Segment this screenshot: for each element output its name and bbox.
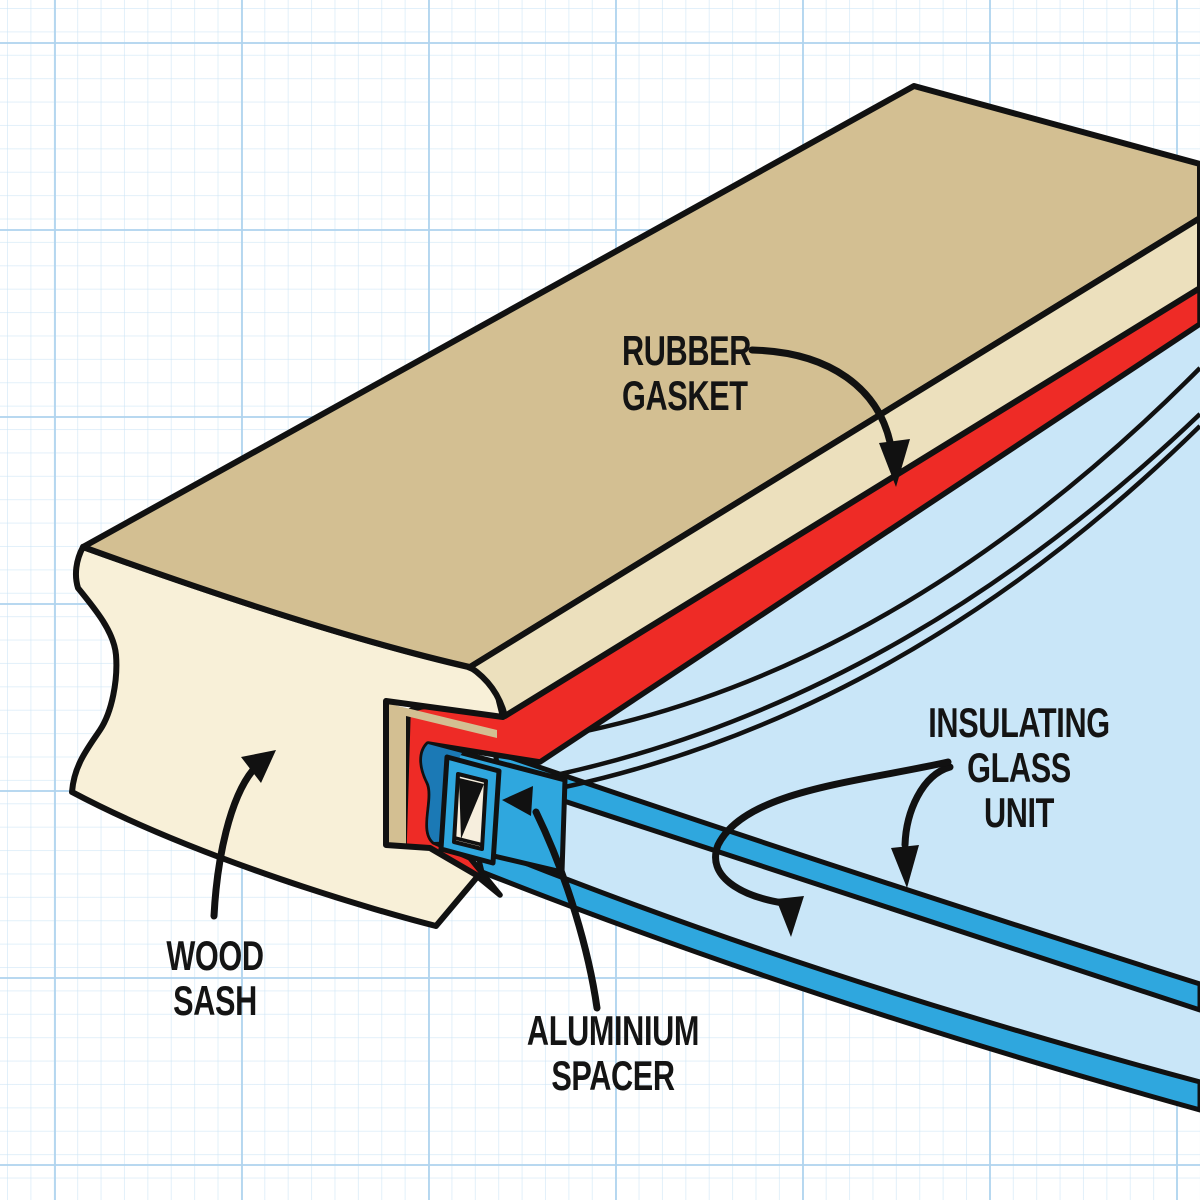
label-rubber-gasket-line2: GASKET xyxy=(622,372,748,419)
glass-pane-bottom-edge-band xyxy=(472,840,1200,1113)
label-aluminium-spacer-line1: ALUMINIUM xyxy=(526,1007,700,1054)
glass-edge-line-3 xyxy=(507,424,1200,801)
glass-unit-arrow-short xyxy=(901,763,954,849)
label-rubber-gasket: RUBBER GASKET xyxy=(622,328,751,418)
label-aluminium-spacer-line2: SPACER xyxy=(551,1052,675,1099)
label-insulating-glass-unit: INSULATING GLASS UNIT xyxy=(888,700,1151,835)
glass-edge-line-2 xyxy=(504,412,1200,788)
label-insulating-glass-unit-line2: GLASS xyxy=(967,744,1071,791)
label-rubber-gasket-line1: RUBBER xyxy=(622,327,751,374)
aluminium-spacer-fold-line xyxy=(454,836,484,847)
rubber-gasket-arrow xyxy=(748,346,894,446)
wood-sash-arrowhead xyxy=(241,750,276,783)
label-aluminium-spacer: ALUMINIUM SPACER xyxy=(482,1008,745,1098)
aluminium-spacer-triangle xyxy=(459,778,484,839)
wood-sash-arrow xyxy=(210,766,257,920)
glass-unit-arrowhead-long xyxy=(776,896,804,937)
wood-channel-interior xyxy=(386,703,497,845)
label-wood-sash-line1: WOOD xyxy=(166,932,264,979)
glass-unit-arrow-long xyxy=(712,758,952,907)
glass-pane-top-edge-band xyxy=(492,749,1200,1013)
aluminium-spacer-arrow xyxy=(532,808,601,1012)
glass-unit-arrowhead-short xyxy=(891,845,919,888)
wood-sash-step-band xyxy=(467,215,1200,719)
aluminium-spacer-arrowhead xyxy=(502,786,533,816)
label-insulating-glass-unit-line1: INSULATING xyxy=(928,699,1110,746)
label-insulating-glass-unit-line3: UNIT xyxy=(983,789,1055,836)
label-wood-sash: WOOD SASH xyxy=(84,933,347,1023)
glass-edge-line-1 xyxy=(502,366,1200,748)
rubber-gasket-arrowhead xyxy=(879,439,910,487)
label-wood-sash-line2: SASH xyxy=(173,977,257,1024)
